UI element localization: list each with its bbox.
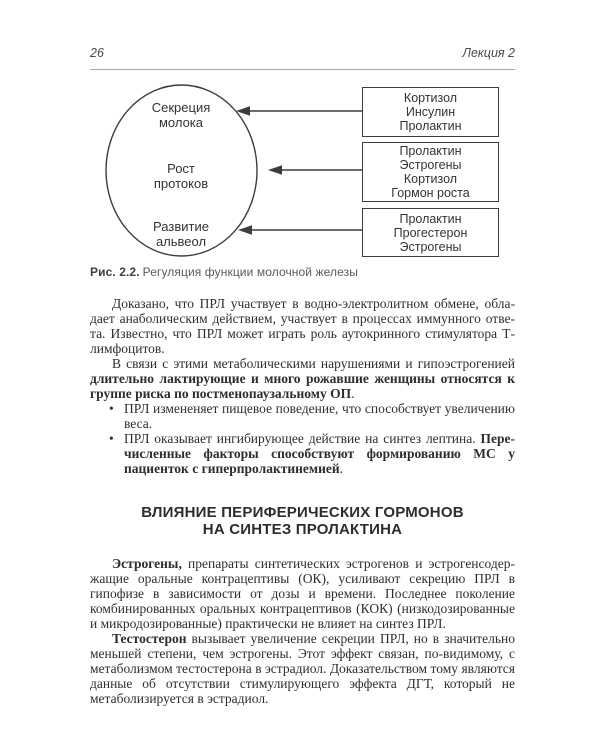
- body-text-block-1: Доказано, что ПРЛ участвует в водно-элек…: [90, 296, 515, 476]
- figure-caption: Рис. 2.2.Регуляция функции молочной желе…: [90, 265, 515, 279]
- paragraph-testosterone: Тестостерон вызывает увеличение секреции…: [90, 631, 515, 706]
- running-title: Лекция 2: [462, 46, 515, 60]
- paragraph-lead-bold: Тестостерон: [112, 631, 187, 646]
- list-item-text: .: [339, 461, 344, 476]
- list-item-text: ПРЛ оказывает ингибирующее действие на с…: [124, 431, 481, 446]
- ellipse-label-duct-growth: Рост протоков: [153, 161, 209, 191]
- bullet-marker: •: [109, 431, 114, 446]
- figure-caption-text: Регуляция функции молочной железы: [142, 265, 358, 279]
- arrow-to-milk-secretion: [236, 106, 362, 116]
- list-item-text: ПРЛ измененяет пищевое поведение, что сп…: [124, 401, 515, 431]
- paragraph-text: .: [351, 386, 355, 401]
- bullet-list: • ПРЛ измененяет пищевое поведение, что с…: [90, 401, 515, 476]
- paragraph-text: В связи с этими метаболическими нарушени…: [112, 356, 515, 371]
- page-number: 26: [90, 46, 104, 60]
- figure-2-2-diagram: Секреция молока Рост протоков Развитие а…: [90, 81, 515, 259]
- paragraph-text: вызывает увеличение секреции ПРЛ, но в з…: [90, 631, 515, 706]
- hormone-box-1: Кортизол Инсулин Пролактин: [362, 87, 499, 137]
- arrow-to-duct-growth: [268, 165, 362, 175]
- paragraph-risk-group: В связи с этими метаболическими нарушени…: [90, 356, 515, 401]
- list-item-bold-text: Пере­численные факторы способствуют форм…: [124, 431, 515, 476]
- bullet-marker: •: [109, 401, 114, 416]
- figure-caption-label: Рис. 2.2.: [90, 265, 140, 279]
- section-heading: ВЛИЯНИЕ ПЕРИФЕРИЧЕСКИХ ГОРМОНОВ НА СИНТЕ…: [141, 504, 464, 538]
- paragraph-prl-functions: Доказано, что ПРЛ участвует в водно-элек…: [90, 296, 515, 356]
- list-item-leptin: • ПРЛ оказывает ингибирующее действие на …: [90, 431, 515, 476]
- paragraph-bold-text: длительно лактирующие и много рожавшие ж…: [90, 371, 515, 401]
- body-text-block-2: Эстрогены, препараты синтетических эстро…: [90, 556, 515, 706]
- page-header: 26 Лекция 2: [90, 46, 515, 70]
- paragraph-text: препараты синтетических эстрогенов и эст…: [90, 556, 515, 631]
- hormone-box-3: Пролактин Прогестерон Эстрогены: [362, 208, 499, 257]
- paragraph-estrogens: Эстрогены, препараты синтетических эстро…: [90, 556, 515, 631]
- paragraph-lead-bold: Эстрогены,: [112, 556, 182, 571]
- mammary-functions-ellipse: [105, 84, 258, 257]
- list-item-food-behavior: • ПРЛ измененяет пищевое поведение, что с…: [90, 401, 515, 431]
- hormone-box-2: Пролактин Эстрогены Кортизол Гормон рост…: [362, 142, 499, 202]
- diagram-graphics: [105, 84, 362, 257]
- ellipse-label-milk-secretion: Секреция молока: [151, 100, 211, 130]
- ellipse-label-alveoli-development: Развитие альвеол: [153, 219, 209, 249]
- arrow-to-alveoli-development: [238, 225, 362, 235]
